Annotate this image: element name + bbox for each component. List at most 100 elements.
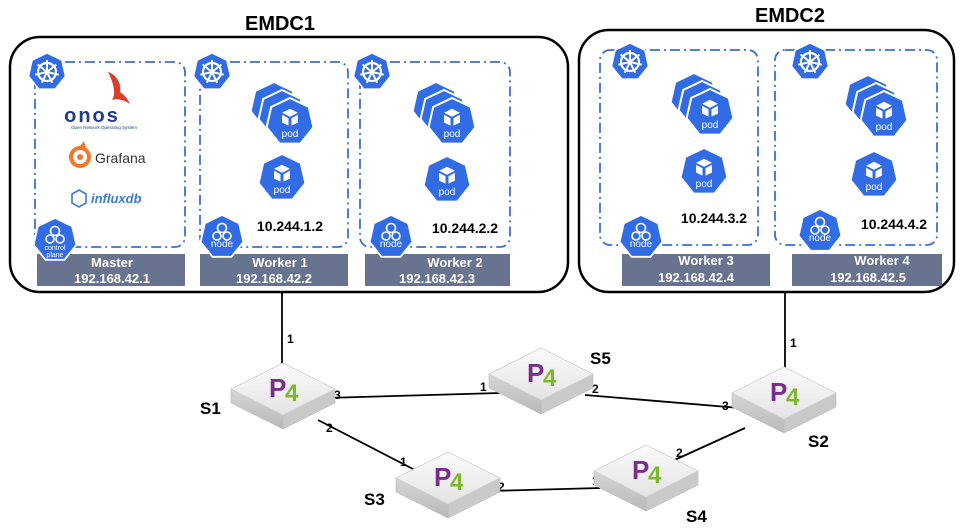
port-s1-s5-s5side: 1	[480, 380, 487, 394]
worker2-ip: 192.168.42.3	[399, 271, 475, 286]
pod-label: pod	[702, 120, 719, 131]
pod-label: pod	[696, 179, 713, 190]
worker2-role: Worker 2	[427, 255, 482, 270]
p4-logo-p: P	[632, 455, 649, 485]
link-s3-s4	[489, 487, 601, 492]
pod-cube-icon: pod	[265, 96, 315, 145]
pod-cube-icon: pod	[427, 96, 477, 145]
link-s1-s5	[324, 392, 501, 399]
p4-logo-4: 4	[648, 462, 662, 489]
pod-label: pod	[282, 129, 299, 140]
grafana-logo: Grafana	[69, 141, 146, 168]
svg-text:control: control	[44, 245, 65, 252]
port-s4-s2-s4side: 2	[676, 446, 683, 460]
pod-cube-icon: pod	[679, 146, 729, 195]
p4-switch-icon: P4	[770, 377, 800, 411]
p4-switch-icon: P4	[632, 455, 662, 489]
worker1-label-bar: Worker 1 192.168.42.2	[200, 254, 348, 286]
kubernetes-wheel-icon	[27, 52, 67, 90]
worker4-ip: 192.168.42.5	[830, 270, 906, 285]
switch-s3: P4	[395, 451, 501, 519]
svg-text:node: node	[809, 233, 832, 244]
pod-label: pod	[439, 187, 456, 198]
onos-wordmark: onos	[64, 105, 120, 127]
pod-label: pod	[866, 182, 883, 193]
worker3-frame	[599, 49, 759, 246]
node-cogs-icon: node	[368, 214, 414, 258]
p4-logo-p: P	[269, 373, 286, 403]
worker1-ip: 192.168.42.2	[236, 271, 312, 286]
worker3-ip: 192.168.42.4	[658, 270, 735, 285]
p4-switch-icon: P4	[527, 358, 557, 392]
pod-cube-icon: pod	[257, 152, 307, 201]
pod-label: pod	[876, 122, 893, 133]
p4-logo-p: P	[434, 462, 451, 492]
switch-s4: P4	[593, 444, 699, 512]
worker4-role: Worker 4	[854, 253, 910, 268]
link-s4-s2	[667, 427, 746, 464]
node-cogs-icon: node	[797, 208, 843, 252]
pod-cube-icon: pod	[849, 149, 899, 198]
grafana-icon	[69, 141, 91, 168]
onos-logo: onos Open Network Operating System	[64, 72, 137, 130]
p4-switch-icon: P4	[269, 373, 299, 407]
port-s5-s2-s5side: 2	[592, 382, 599, 396]
switch-s2: P4	[731, 366, 837, 434]
emdc2-title: EMDC2	[755, 5, 825, 27]
worker3-role: Worker 3	[678, 253, 733, 268]
p4-logo-4: 4	[543, 365, 557, 392]
port-emdc2-s2: 1	[790, 336, 797, 350]
grafana-wordmark: Grafana	[95, 150, 146, 166]
port-s1-s5-s1side: 3	[334, 388, 341, 402]
p4-logo-p: P	[527, 358, 544, 388]
influxdb-wordmark: influxdb	[91, 191, 142, 206]
port-s1-s3-s3side: 1	[400, 455, 407, 469]
port-s3-s4-s3side: 2	[498, 480, 505, 494]
master-role: Master	[91, 255, 133, 270]
pod-label: pod	[444, 129, 461, 140]
onos-subtitle: Open Network Operating System	[71, 125, 137, 130]
worker1-role: Worker 1	[252, 255, 307, 270]
worker4-pod-ip: 10.244.4.2	[861, 216, 927, 232]
worker1-frame	[199, 61, 349, 248]
switch-label-s2: S2	[808, 432, 829, 451]
p4-logo-p: P	[770, 377, 787, 407]
master-label-bar: Master 192.168.42.1	[37, 254, 185, 286]
worker2-pod-ip: 10.244.2.2	[432, 220, 498, 236]
svg-text:plane: plane	[46, 252, 63, 259]
worker3-label-bar: Worker 3 192.168.42.4	[622, 253, 770, 286]
worker3-pod-ip: 10.244.3.2	[681, 210, 747, 226]
pod-cube-icon: pod	[685, 87, 735, 136]
kubernetes-wheel-icon	[610, 42, 650, 80]
node-cogs-icon: node	[199, 214, 245, 258]
switch-s1: P4	[230, 362, 336, 430]
switch-label-s5: S5	[590, 349, 611, 368]
node-cogs-icon: node	[618, 214, 664, 258]
kubernetes-wheel-icon	[192, 52, 232, 90]
influxdb-icon	[71, 189, 87, 208]
switch-label-s1: S1	[200, 399, 221, 418]
p4-logo-4: 4	[450, 469, 464, 496]
p4-switch-icon: P4	[434, 462, 464, 496]
switch-s5: P4	[488, 347, 594, 415]
influxdb-logo: influxdb	[71, 189, 142, 208]
worker4-frame	[774, 49, 938, 246]
pod-label: pod	[274, 185, 291, 196]
worker4-label-bar: Worker 4 192.168.42.5	[792, 253, 942, 286]
svg-text:node: node	[211, 239, 234, 250]
worker1-pod-ip: 10.244.1.2	[257, 218, 323, 234]
port-s1-s3-s1side: 2	[326, 421, 333, 435]
port-s5-s2-s2side: 3	[722, 399, 729, 413]
pod-cube-icon: pod	[422, 154, 472, 203]
port-emdc1-s1: 1	[287, 332, 294, 346]
link-s5-s2	[584, 394, 741, 409]
switch-label-s3: S3	[364, 490, 385, 509]
master-frame	[34, 61, 186, 248]
p4-logo-4: 4	[786, 384, 800, 411]
emdc1-title: EMDC1	[245, 13, 315, 35]
p4-logo-4: 4	[285, 380, 299, 407]
worker2-label-bar: Worker 2 192.168.42.3	[365, 254, 510, 286]
worker2-frame	[359, 61, 511, 248]
